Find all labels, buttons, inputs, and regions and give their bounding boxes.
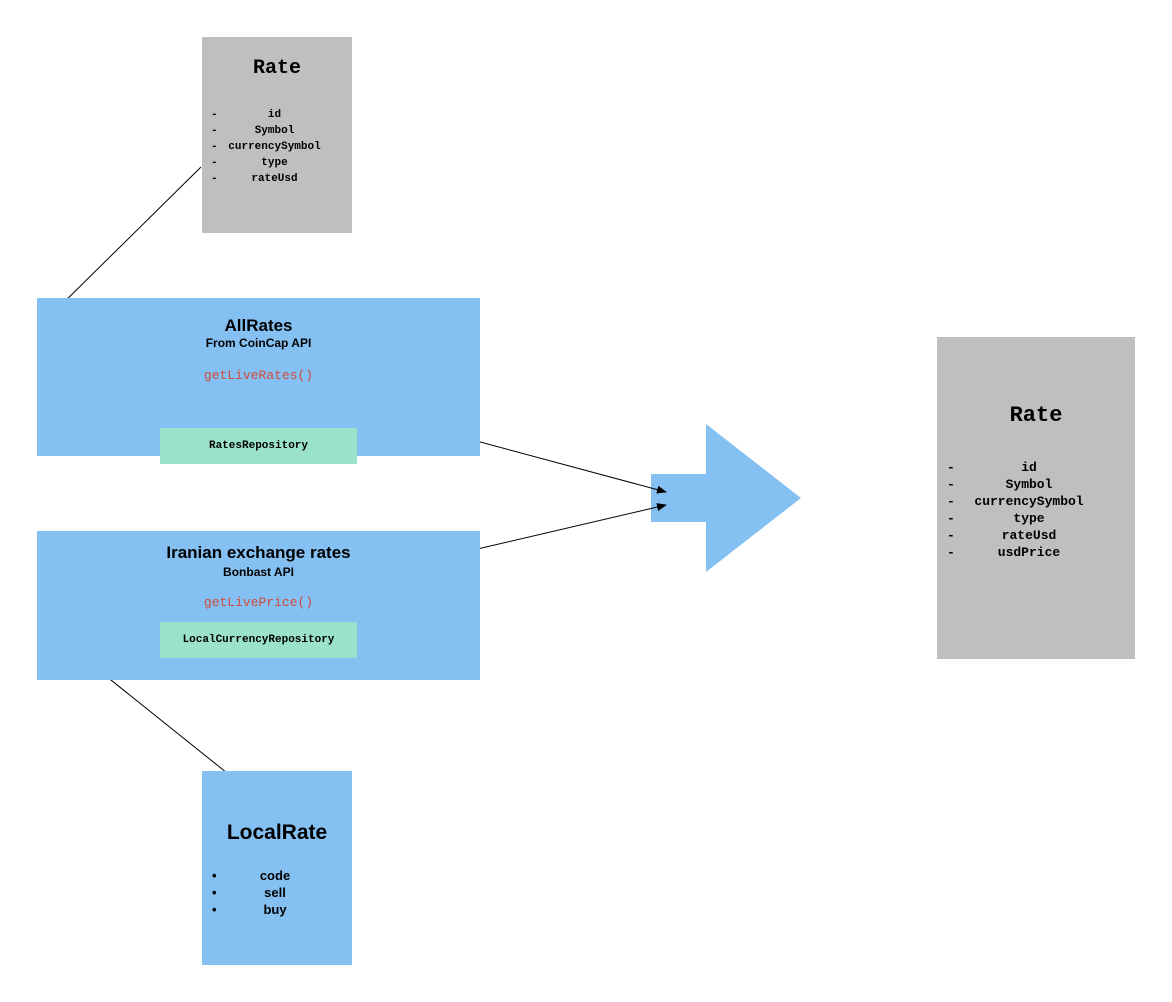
get-live-rates-method: getLiveRates() [203, 368, 314, 383]
rate-to-allrates-connector [49, 166, 202, 317]
rate-field-type: -type [211, 157, 288, 169]
all-rates-title: AllRates [224, 316, 293, 335]
local-rate-field-list: •code •sell •buy [212, 867, 338, 918]
rate-result-field-rate-usd: -rateUsd [947, 528, 1057, 543]
rate-class-box-result: Rate -id -Symbol -currencySymbol -type -… [937, 337, 1135, 659]
rate-result-field-type: -type [947, 511, 1045, 526]
rate-result-field-id: -id [947, 460, 1037, 475]
rate-field-rate-usd: -rateUsd [211, 173, 298, 185]
merge-arrow-shape [651, 424, 801, 572]
rate-class-title: Rate [252, 57, 301, 80]
rate-field-currency-symbol: -currencySymbol [211, 141, 321, 153]
rate-result-title: Rate [1009, 403, 1063, 428]
get-live-price-method: getLivePrice() [203, 595, 314, 610]
iranian-to-merge-arrow [468, 503, 667, 552]
local-rate-field-buy: •buy [212, 902, 287, 917]
iranian-rates-title: Iranian exchange rates [166, 543, 351, 562]
rate-field-symbol: -Symbol [211, 125, 295, 137]
rate-result-field-usd-price: -usdPrice [947, 545, 1061, 560]
rate-result-field-symbol: -Symbol [947, 477, 1053, 492]
rate-result-field-currency-symbol: -currencySymbol [947, 494, 1084, 509]
local-currency-repository-box: LocalCurrencyRepository [160, 622, 357, 658]
local-rate-title: LocalRate [226, 821, 328, 844]
rate-result-field-list: -id -Symbol -currencySymbol -type -rateU… [947, 459, 1111, 561]
allrates-to-merge-arrow [468, 438, 667, 494]
rate-class-box-top: Rate -id -Symbol -currencySymbol -type -… [202, 37, 352, 233]
rates-repository-box: RatesRepository [160, 428, 357, 464]
local-rate-class-box: LocalRate •code •sell •buy [202, 771, 352, 965]
iranian-rates-subtitle: Bonbast API [223, 565, 294, 579]
local-rate-field-sell: •sell [212, 885, 286, 900]
rate-field-list: -id -Symbol -currencySymbol -type -rateU… [211, 107, 338, 187]
rate-field-id: -id [211, 109, 282, 121]
all-rates-subtitle: From CoinCap API [205, 336, 312, 350]
local-rate-field-code: •code [212, 868, 291, 883]
iranian-exchange-rates-box: Iranian exchange rates Bonbast API getLi… [37, 531, 480, 680]
